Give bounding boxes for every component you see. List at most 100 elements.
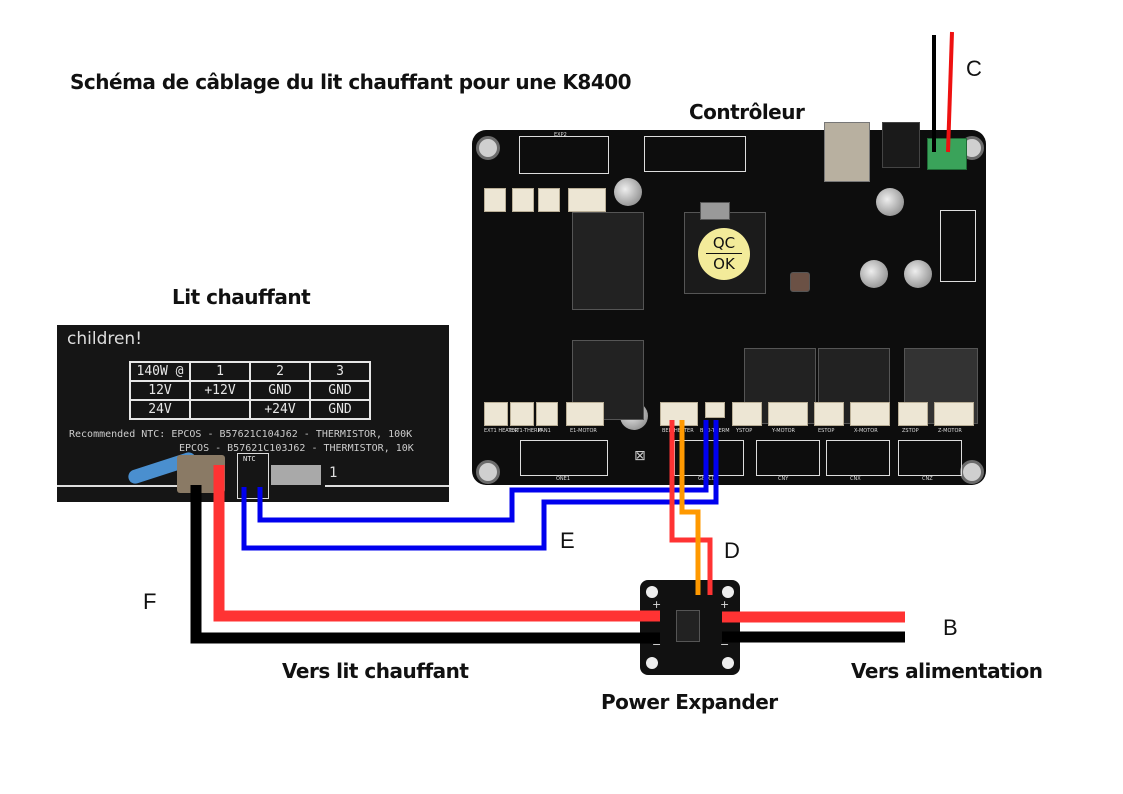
connector-bed-heater bbox=[660, 402, 698, 426]
connector-x-motor bbox=[850, 402, 890, 426]
connector-label: EXT1-THERM bbox=[510, 428, 542, 434]
connector-e2-motor bbox=[568, 188, 606, 212]
mounting-hole bbox=[476, 136, 500, 160]
wire-e-blue-2 bbox=[241, 420, 719, 551]
connector-ext2-heater bbox=[484, 188, 506, 212]
heated-bed-photo: children! 140W @ 1 2 3 12V +12V GND GND … bbox=[57, 325, 449, 502]
wire-label-d: D bbox=[724, 538, 740, 563]
connector-label: Z-MOTOR bbox=[938, 428, 962, 434]
wire-d-red bbox=[669, 420, 713, 595]
wire-c-red bbox=[946, 31, 954, 153]
connector-y-motor bbox=[768, 402, 808, 426]
table-row: 12V +12V GND GND bbox=[129, 380, 371, 401]
connector-ext1-therm bbox=[510, 402, 534, 426]
minus-marking: − bbox=[652, 638, 662, 651]
ntc-footprint bbox=[237, 453, 269, 499]
table-cell: 24V bbox=[129, 399, 191, 420]
mounting-hole bbox=[960, 460, 984, 484]
stepper-driver-slot bbox=[572, 340, 644, 420]
wire-f-red bbox=[213, 465, 660, 622]
wire-label-c: C bbox=[966, 56, 982, 81]
qc-sticker: QC OK bbox=[698, 228, 750, 280]
connector-z-motor bbox=[934, 402, 974, 426]
connector-label: ZSTOP bbox=[902, 428, 919, 434]
diagram-title: Schéma de câblage du lit chauffant pour … bbox=[70, 70, 632, 94]
capacitor bbox=[876, 188, 904, 216]
reset-button bbox=[790, 272, 810, 292]
idc-header-cny bbox=[756, 440, 820, 476]
table-cell: +24V bbox=[249, 399, 311, 420]
minus-marking: − bbox=[720, 638, 730, 651]
mounting-hole bbox=[646, 586, 658, 598]
wire-label-e: E bbox=[560, 528, 575, 553]
usb-port bbox=[824, 122, 870, 182]
connector-label: Y-MOTOR bbox=[772, 428, 795, 434]
connector-label: FAN1 bbox=[538, 428, 551, 434]
connector-label: EXT1 HEATER bbox=[484, 428, 518, 434]
bed-warning-text: children! bbox=[67, 329, 143, 349]
weee-icon: ⊠ bbox=[634, 448, 646, 464]
ntc-recommendation-2: EPCOS - B57621C103J62 - THERMISTOR, 10K bbox=[179, 443, 414, 454]
to-bed-label: Vers lit chauffant bbox=[282, 659, 469, 683]
controller-board: EXP2 QC OK EXT1 HEATER EXT1-THERM FAN1 E… bbox=[472, 122, 986, 485]
silkscreen-line bbox=[325, 485, 449, 487]
table-row: 24V +24V GND bbox=[129, 399, 371, 420]
idc-label: CNY bbox=[778, 476, 789, 482]
wire-d-orange bbox=[679, 420, 701, 595]
mounting-hole bbox=[646, 657, 658, 669]
connector-fan1 bbox=[536, 402, 558, 426]
mounting-hole bbox=[722, 657, 734, 669]
silkscreen-line bbox=[57, 485, 177, 487]
connector-bed-therm bbox=[705, 402, 725, 418]
connector-label: X-MOTOR bbox=[854, 428, 878, 434]
mounting-hole bbox=[476, 460, 500, 484]
to-power-label: Vers alimentation bbox=[851, 659, 1043, 683]
power-expander-label: Power Expander bbox=[601, 690, 778, 714]
power-expander-board: + + − − bbox=[640, 580, 740, 675]
exp-header-label: EXP2 bbox=[554, 132, 567, 138]
dc-jack bbox=[882, 122, 920, 168]
idc-label: CNZ bbox=[922, 476, 933, 482]
wire-f-black bbox=[190, 485, 660, 644]
idc-header-one1 bbox=[520, 440, 608, 476]
capacitor bbox=[860, 260, 888, 288]
ntc-recommendation-1: Recommended NTC: EPCOS - B57621C104J62 -… bbox=[69, 429, 413, 440]
ntc-label: NTC bbox=[243, 455, 256, 463]
wire-label-f: F bbox=[143, 589, 157, 614]
connector-e1-motor bbox=[566, 402, 604, 426]
table-cell: 3 bbox=[309, 361, 371, 382]
side-header bbox=[940, 210, 976, 282]
connector-label: E1-MOTOR bbox=[570, 428, 597, 434]
table-cell: +12V bbox=[189, 380, 251, 401]
bed-wiring-table: 140W @ 1 2 3 12V +12V GND GND 24V +24V G… bbox=[129, 361, 371, 420]
wire-e-blue-1 bbox=[257, 420, 709, 523]
connector-ystop bbox=[732, 402, 762, 426]
table-cell: 140W @ bbox=[129, 361, 191, 382]
blank-pad bbox=[271, 465, 321, 485]
table-cell: GND bbox=[309, 380, 371, 401]
connector-label: BED HEATER bbox=[662, 428, 694, 434]
table-cell: 1 bbox=[189, 361, 251, 382]
qc-bottom-text: OK bbox=[713, 255, 735, 273]
plus-marking: + bbox=[720, 598, 730, 611]
connector-fan2 bbox=[538, 188, 560, 212]
mounting-hole bbox=[722, 586, 734, 598]
pin-one-label: 1 bbox=[329, 465, 338, 481]
connector-label: YSTOP bbox=[736, 428, 753, 434]
table-cell bbox=[189, 399, 251, 420]
exp-header bbox=[519, 136, 609, 174]
table-cell: GND bbox=[309, 399, 371, 420]
mosfet-chip bbox=[676, 610, 700, 642]
connector-ext1-heater bbox=[484, 402, 508, 426]
idc-header-cnz bbox=[898, 440, 962, 476]
table-cell: 12V bbox=[129, 380, 191, 401]
controller-label: Contrôleur bbox=[689, 100, 805, 124]
plus-marking: + bbox=[652, 598, 662, 611]
table-header-row: 140W @ 1 2 3 bbox=[129, 361, 371, 382]
connector-estop bbox=[814, 402, 844, 426]
idc-label: CNX bbox=[850, 476, 861, 482]
heated-bed-label: Lit chauffant bbox=[172, 285, 311, 309]
idc-label: ONE1 bbox=[556, 476, 571, 482]
table-cell: GND bbox=[249, 380, 311, 401]
